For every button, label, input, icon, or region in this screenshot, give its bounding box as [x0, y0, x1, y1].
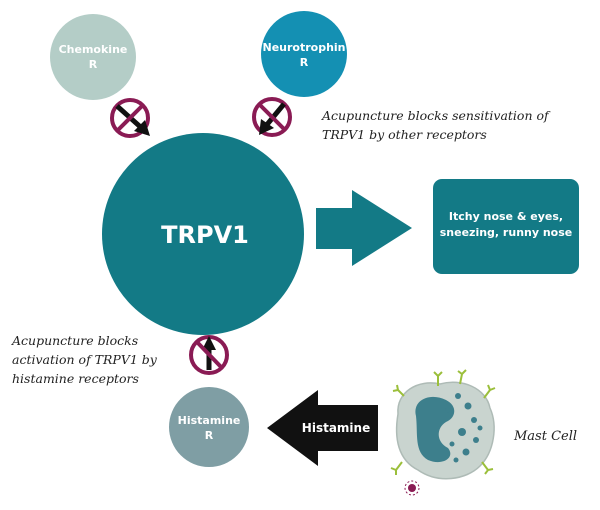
neurotrophin-block-sign [252, 97, 292, 137]
chemokine-receptor-node: Chemokine R [50, 14, 136, 100]
chemokine-block-sign [110, 98, 150, 138]
activation-caption-line3: histamine receptors [12, 371, 139, 386]
symptoms-label-line2: sneezing, runny nose [440, 226, 573, 239]
left-arrow-icon [267, 390, 378, 466]
chemokine-receptor-sublabel: R [89, 58, 98, 71]
histamine-arrow-label: Histamine [302, 421, 370, 435]
symptoms-node: Itchy nose & eyes, sneezing, runny nose [433, 179, 579, 274]
histamine-arrow: Histamine [267, 390, 378, 466]
chemokine-receptor-label: Chemokine [59, 43, 128, 56]
symptoms-box [433, 179, 579, 274]
activation-caption-line1: Acupuncture blocks [11, 333, 138, 348]
right-arrow-icon [316, 190, 412, 266]
sensitization-caption-line2: TRPV1 by other receptors [322, 127, 487, 142]
neurotrophin-receptor-label: Neurotrophin [262, 41, 345, 54]
symptoms-label-line1: Itchy nose & eyes, [449, 210, 563, 223]
histamine-receptor-label: Histamine [178, 414, 241, 427]
neurotrophin-receptor-circle [261, 11, 347, 97]
mast-cell-mediator-icon [408, 484, 416, 492]
chemokine-receptor-circle [50, 14, 136, 100]
trpv1-circle [102, 133, 304, 335]
activation-caption-line2: activation of TRPV1 by [12, 352, 158, 367]
mast-cell-receptors [390, 369, 496, 475]
neurotrophin-receptor-sublabel: R [300, 56, 309, 69]
histamine-block-sign [189, 335, 229, 375]
trpv1-label: TRPV1 [161, 221, 249, 249]
trpv1-node: TRPV1 [102, 133, 304, 335]
histamine-receptor-sublabel: R [205, 429, 214, 442]
mast-cell-label: Mast Cell [513, 429, 577, 444]
histamine-receptor-node: Histamine R [169, 387, 249, 467]
mast-cell: Mast Cell [390, 369, 577, 496]
mast-cell-granules [445, 393, 483, 463]
mast-cell-body [395, 381, 495, 480]
activation-caption: Acupuncture blocks activation of TRPV1 b… [11, 333, 158, 386]
histamine-receptor-circle [169, 387, 249, 467]
mast-cell-nucleus [415, 396, 455, 463]
down-left-arrow-icon [263, 102, 286, 129]
sensitization-caption: Acupuncture blocks sensitivation of TRPV… [321, 108, 551, 142]
sensitization-caption-line1: Acupuncture blocks sensitivation of [321, 108, 551, 123]
neurotrophin-receptor-node: Neurotrophin R [261, 11, 347, 97]
